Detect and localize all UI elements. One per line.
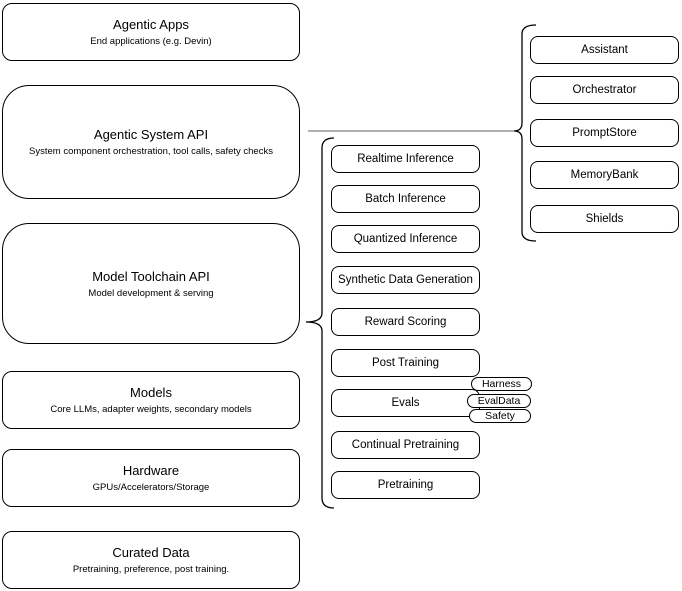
service-box-realtime-inference: Realtime Inference bbox=[331, 145, 480, 173]
layer-curated-data: Curated Data Pretraining, preference, po… bbox=[2, 531, 300, 589]
layer-model-toolchain-api: Model Toolchain API Model development & … bbox=[2, 223, 300, 344]
layer-title: Curated Data bbox=[112, 545, 190, 560]
layer-agentic-apps: Agentic Apps End applications (e.g. Devi… bbox=[2, 3, 300, 61]
layer-models: Models Core LLMs, adapter weights, secon… bbox=[2, 371, 300, 429]
layer-subtitle: System component orchestration, tool cal… bbox=[29, 146, 273, 157]
layer-title: Model Toolchain API bbox=[92, 268, 210, 284]
eval-tag-safety: Safety bbox=[469, 409, 531, 423]
service-box-evals: Evals bbox=[331, 389, 480, 417]
layer-hardware: Hardware GPUs/Accelerators/Storage bbox=[2, 449, 300, 507]
eval-tag-harness: Harness bbox=[471, 377, 532, 391]
service-box-reward-scoring: Reward Scoring bbox=[331, 308, 480, 336]
layer-title: Agentic System API bbox=[93, 127, 209, 142]
service-box-synthetic-data-generation: Synthetic Data Generation bbox=[331, 266, 480, 294]
layer-title: Models bbox=[130, 385, 172, 400]
layer-subtitle: Core LLMs, adapter weights, secondary mo… bbox=[50, 404, 252, 415]
service-box-quantized-inference: Quantized Inference bbox=[331, 225, 480, 253]
layer-subtitle: Pretraining, preference, post training. bbox=[72, 564, 230, 575]
layer-subtitle: Model development & serving bbox=[88, 287, 214, 299]
layer-title: Agentic Apps bbox=[113, 17, 189, 32]
toolchain-brace bbox=[305, 137, 335, 509]
service-box-pretraining: Pretraining bbox=[331, 471, 480, 499]
service-box-continual-pretraining: Continual Pretraining bbox=[331, 431, 480, 459]
layer-subtitle: GPUs/Accelerators/Storage bbox=[92, 482, 210, 493]
component-box-promptstore: PromptStore bbox=[530, 119, 679, 147]
service-box-batch-inference: Batch Inference bbox=[331, 185, 480, 213]
component-box-memorybank: MemoryBank bbox=[530, 161, 679, 189]
layer-subtitle: End applications (e.g. Devin) bbox=[90, 36, 212, 47]
component-box-shields: Shields bbox=[530, 205, 679, 233]
layer-title: Hardware bbox=[122, 463, 180, 478]
layer-agentic-system-api: Agentic System API System component orch… bbox=[2, 85, 300, 199]
component-box-orchestrator: Orchestrator bbox=[530, 76, 679, 104]
eval-tag-evaldata: EvalData bbox=[467, 394, 531, 408]
service-box-post-training: Post Training bbox=[331, 349, 480, 377]
component-box-assistant: Assistant bbox=[530, 36, 679, 64]
